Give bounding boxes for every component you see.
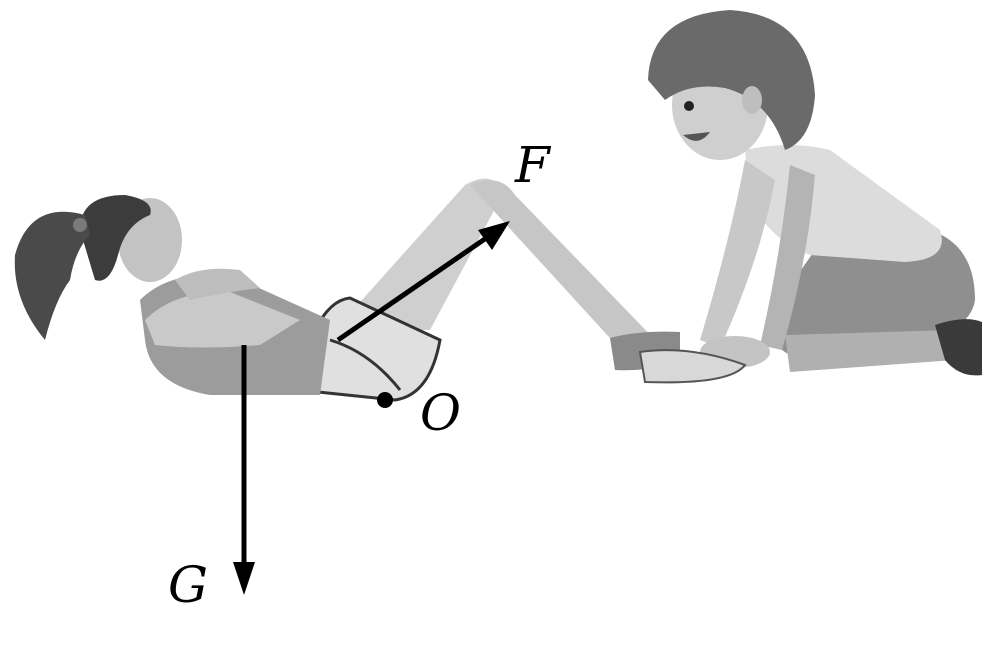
force-f-arrowhead xyxy=(478,221,510,250)
gravity-g-label: G xyxy=(168,556,208,614)
helper-figure xyxy=(648,10,982,376)
helper-hair xyxy=(648,10,815,150)
girl-shoe-front xyxy=(638,349,747,384)
girl-figure xyxy=(14,178,747,402)
helper-arm-left xyxy=(700,160,775,348)
girl-top xyxy=(145,291,300,348)
gravity-g-arrow xyxy=(233,345,255,595)
girl-hair xyxy=(80,195,151,281)
girl-shorts xyxy=(313,296,442,402)
helper-torso xyxy=(745,145,942,262)
force-f-arrow xyxy=(336,221,510,343)
helper-shin xyxy=(785,330,955,372)
gravity-g-arrowhead xyxy=(233,562,255,595)
helper-shoe xyxy=(935,319,982,376)
helper-arm-right xyxy=(760,165,815,350)
helper-thigh xyxy=(772,229,975,355)
pivot-point xyxy=(377,392,393,408)
girl-shorts-stripe xyxy=(329,338,402,391)
helper-ear xyxy=(742,86,762,114)
helper-mouth xyxy=(683,132,710,141)
girl-ponytail xyxy=(14,211,90,340)
girl-thigh xyxy=(335,178,505,330)
helper-eye xyxy=(684,101,694,111)
girl-arm xyxy=(175,268,260,300)
girl-hair-tie xyxy=(73,218,87,232)
force-f-label: F xyxy=(515,136,550,194)
girl-shin xyxy=(470,180,660,360)
pivot-o-label: O xyxy=(420,384,461,442)
